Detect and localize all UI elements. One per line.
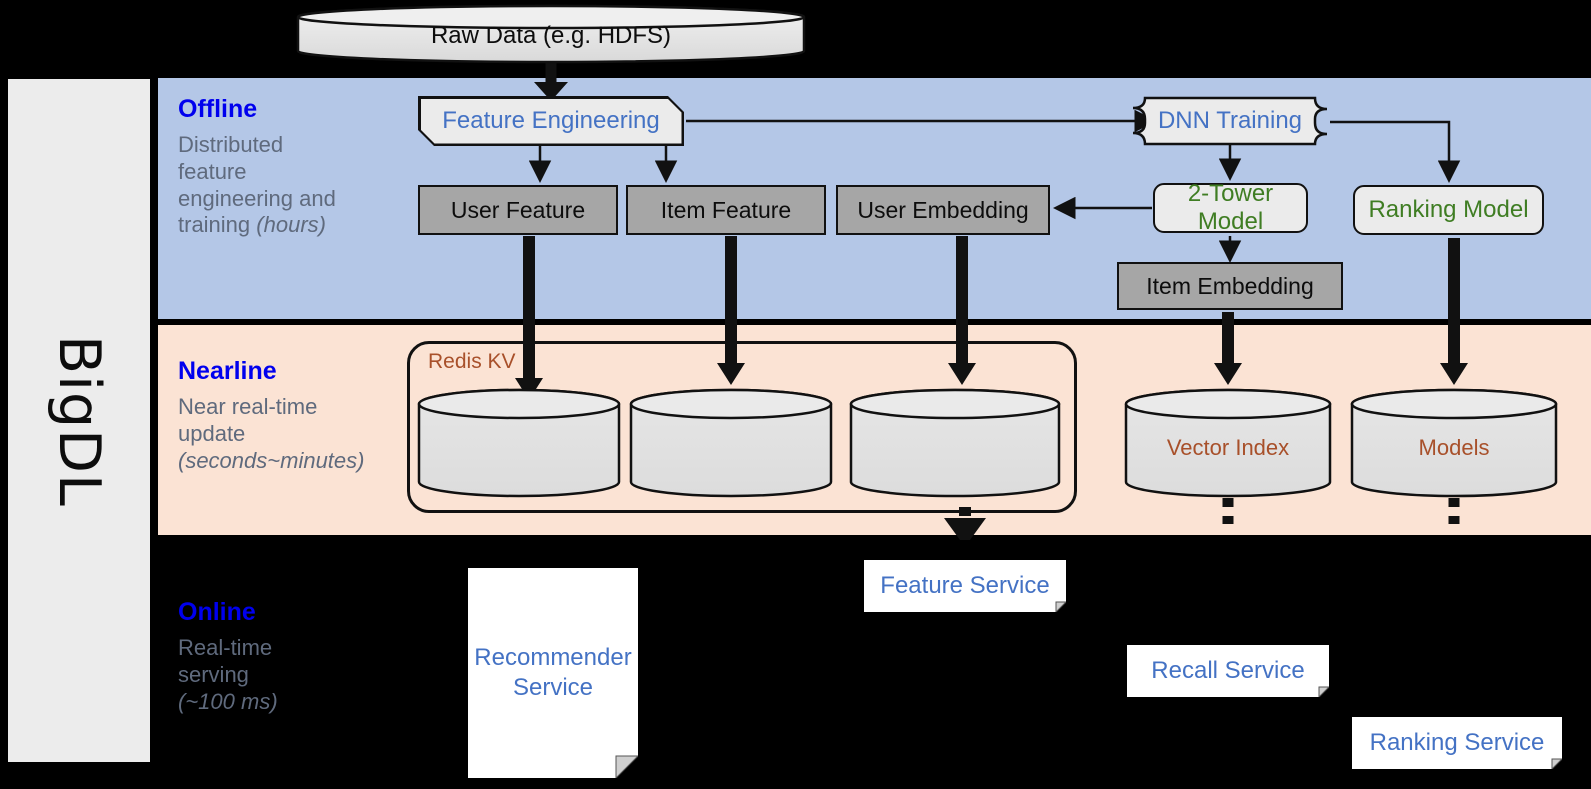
ranking-model-label: Ranking Model <box>1368 196 1529 223</box>
redis-store-2-label <box>629 388 833 498</box>
offline-label-block: Offline Distributed feature engineering … <box>178 95 408 239</box>
vector-index-cylinder[interactable]: Vector Index <box>1124 388 1332 498</box>
online-title: Online <box>178 598 256 626</box>
two-tower-model-box[interactable]: 2-Tower Model <box>1153 180 1308 235</box>
offline-title: Offline <box>178 95 258 123</box>
recall-service-card[interactable]: Recall Service <box>1127 645 1329 697</box>
user-feature-box[interactable]: User Feature <box>418 185 618 235</box>
bigdl-rail: BigDL <box>8 79 150 762</box>
online-label-block: Online Real-time serving (~100 ms) <box>178 598 408 715</box>
user-feature-label: User Feature <box>450 196 586 223</box>
raw-data-label: Raw Data (e.g. HDFS) <box>430 22 672 49</box>
user-embedding-box[interactable]: User Embedding <box>836 185 1050 235</box>
bigdl-label: BigDL <box>46 334 112 507</box>
offline-description: Distributed feature engineering and trai… <box>178 132 336 238</box>
feature-service-card[interactable]: Feature Service <box>864 560 1066 612</box>
models-label: Models <box>1418 435 1490 460</box>
user-embedding-label: User Embedding <box>857 196 1029 223</box>
item-feature-box[interactable]: Item Feature <box>626 185 826 235</box>
recommender-service-card[interactable]: Recommender Service <box>468 568 638 778</box>
feature-engineering-box[interactable]: Feature Engineering <box>418 96 684 146</box>
redis-store-3[interactable] <box>849 388 1061 498</box>
redis-store-1-label <box>417 388 621 498</box>
nearline-title: Nearline <box>178 357 277 385</box>
item-embedding-box[interactable]: Item Embedding <box>1117 262 1343 310</box>
feature-service-label: Feature Service <box>880 572 1050 599</box>
redis-store-1[interactable] <box>417 388 621 498</box>
two-tower-model-label: 2-Tower Model <box>1187 180 1274 235</box>
recall-service-label: Recall Service <box>1151 657 1305 684</box>
raw-data-cylinder: Raw Data (e.g. HDFS) <box>296 4 806 64</box>
vector-index-label: Vector Index <box>1166 435 1290 460</box>
item-embedding-label: Item Embedding <box>1146 272 1314 299</box>
nearline-description: Near real-time update (seconds~minutes) <box>178 394 365 473</box>
models-cylinder[interactable]: Models <box>1350 388 1558 498</box>
ranking-service-label: Ranking Service <box>1369 729 1545 756</box>
dnn-training-label: DNN Training <box>1157 107 1303 134</box>
redis-store-2[interactable] <box>629 388 833 498</box>
redis-kv-container: Redis KV <box>407 341 1077 513</box>
dnn-training-box[interactable]: DNN Training <box>1131 96 1329 146</box>
item-feature-label: Item Feature <box>660 196 792 223</box>
redis-store-3-label <box>849 388 1061 498</box>
ranking-service-card[interactable]: Ranking Service <box>1352 717 1562 769</box>
recommender-service-label: Recommender Service <box>474 644 632 701</box>
online-description: Real-time serving (~100 ms) <box>178 635 278 714</box>
nearline-label-block: Nearline Near real-time update (seconds~… <box>178 357 408 474</box>
redis-kv-label: Redis KV <box>428 350 516 373</box>
feature-engineering-label: Feature Engineering <box>421 99 682 144</box>
ranking-model-box[interactable]: Ranking Model <box>1353 185 1544 235</box>
